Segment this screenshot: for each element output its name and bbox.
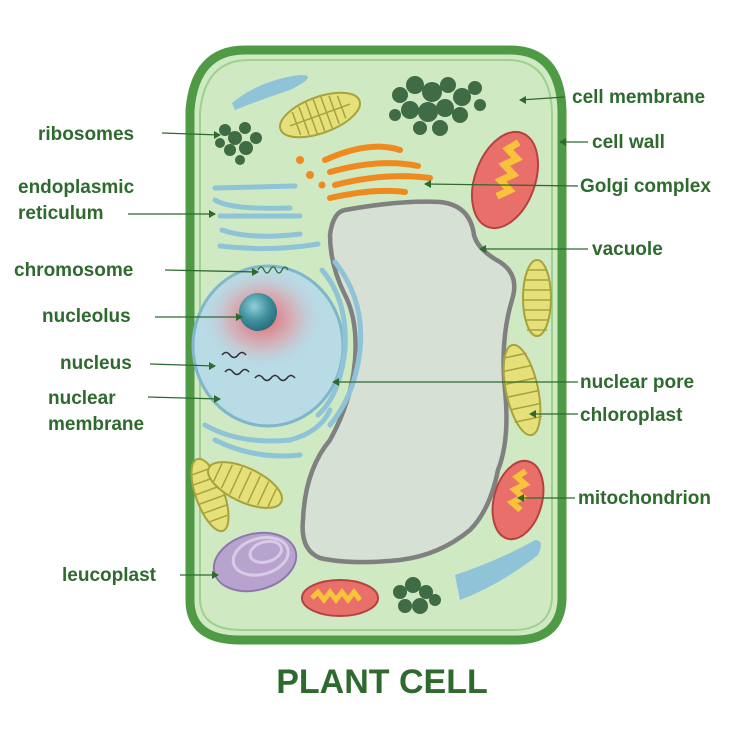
label-reticulum: reticulum — [18, 203, 104, 224]
page-title: PLANT CELL — [276, 663, 488, 701]
label-chromosome: chromosome — [14, 260, 133, 281]
label-mitochondrion: mitochondrion — [578, 488, 711, 509]
label-leucoplast: leucoplast — [62, 565, 157, 586]
ribosome-cluster-left — [215, 122, 262, 165]
ribosome-cluster-top — [389, 76, 486, 136]
golgi-complex — [322, 143, 433, 201]
chromosome — [257, 266, 289, 274]
chloroplast-right — [502, 343, 543, 437]
nucleus — [191, 264, 345, 428]
mitochondrion-top-right — [471, 130, 539, 230]
label-nucleus: nucleus — [60, 353, 132, 374]
endoplasmic-reticulum — [202, 183, 364, 459]
label-chloroplast: chloroplast — [580, 405, 683, 426]
nucleolus — [239, 293, 277, 331]
label-ribosomes: ribosomes — [38, 124, 134, 145]
smooth-er-top — [232, 75, 308, 110]
chloroplast-bottom-left — [207, 461, 283, 509]
label-golgi: Golgi complex — [580, 176, 711, 197]
label-cell-wall: cell wall — [592, 132, 665, 153]
leucoplast — [212, 531, 298, 593]
golgi-vesicles — [296, 156, 326, 189]
label-membrane: membrane — [48, 414, 144, 435]
ribosome-cluster-bottom — [393, 577, 441, 614]
label-endoplasmic: endoplasmic — [18, 177, 135, 198]
cell-membrane — [199, 59, 553, 631]
mitochondrion-bottom — [301, 579, 379, 617]
smooth-er-bottom — [455, 540, 541, 600]
leader-lines — [128, 96, 588, 579]
label-vacuole: vacuole — [592, 239, 663, 260]
chloroplast-right-top — [522, 259, 552, 337]
mitochondrion-right — [491, 459, 545, 541]
chloroplast-top — [279, 91, 361, 139]
label-cell-membrane: cell membrane — [572, 87, 705, 108]
label-nucleolus: nucleolus — [42, 306, 131, 327]
label-nuclear-pore: nuclear pore — [580, 372, 694, 393]
label-nuclear: nuclear — [48, 388, 116, 409]
